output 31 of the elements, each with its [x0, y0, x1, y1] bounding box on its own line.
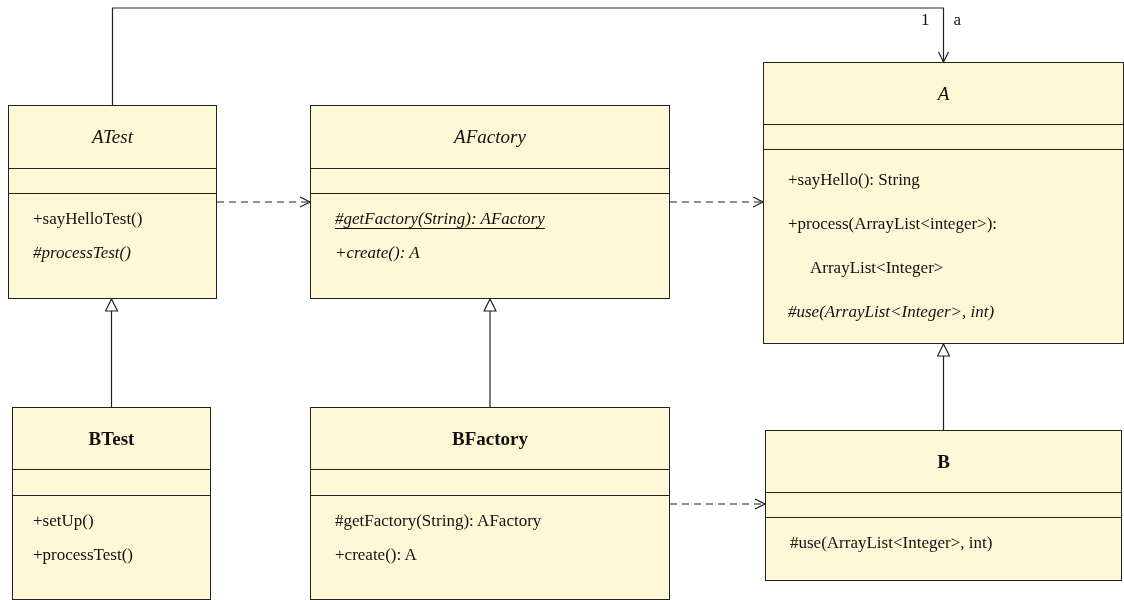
method-text: +sayHelloTest() [33, 209, 143, 228]
method-text: +processTest() [33, 545, 133, 564]
method-text: #getFactory(String): AFactory [335, 209, 545, 228]
class-box [763, 62, 1124, 344]
inheritance-arrow [936, 343, 951, 431]
class-box [310, 407, 670, 600]
inheritance-arrow [104, 298, 119, 408]
method-text: #getFactory(String): AFactory [335, 511, 542, 530]
dependency-arrow [216, 196, 311, 208]
method-text: +sayHello(): String [788, 170, 920, 189]
class-box [765, 430, 1122, 581]
dependency-arrow [669, 196, 764, 208]
method-text: #processTest() [33, 243, 131, 262]
inheritance-arrow [483, 298, 497, 408]
method-text: +process(ArrayList<integer>): ArrayList<Integer> [788, 214, 998, 277]
class-name: ATest [92, 126, 133, 148]
class-name: BFactory [452, 427, 528, 450]
class-name: B [937, 450, 950, 473]
class-name: AFactory [454, 126, 526, 148]
method-text: +setUp() [33, 511, 94, 530]
class-box [12, 407, 211, 600]
method-text: +create(): A [335, 243, 420, 262]
dependency-arrow [669, 498, 766, 510]
class-name: BTest [88, 427, 135, 450]
class-box [8, 105, 217, 299]
method-text: #use(ArrayList<Integer>, int) [788, 302, 995, 321]
class-box [310, 105, 670, 299]
association-arrow [111, 7, 950, 106]
class-name: A [937, 82, 950, 105]
method-text: #use(ArrayList<Integer>, int) [790, 533, 993, 552]
method-text: +create(): A [335, 545, 417, 564]
